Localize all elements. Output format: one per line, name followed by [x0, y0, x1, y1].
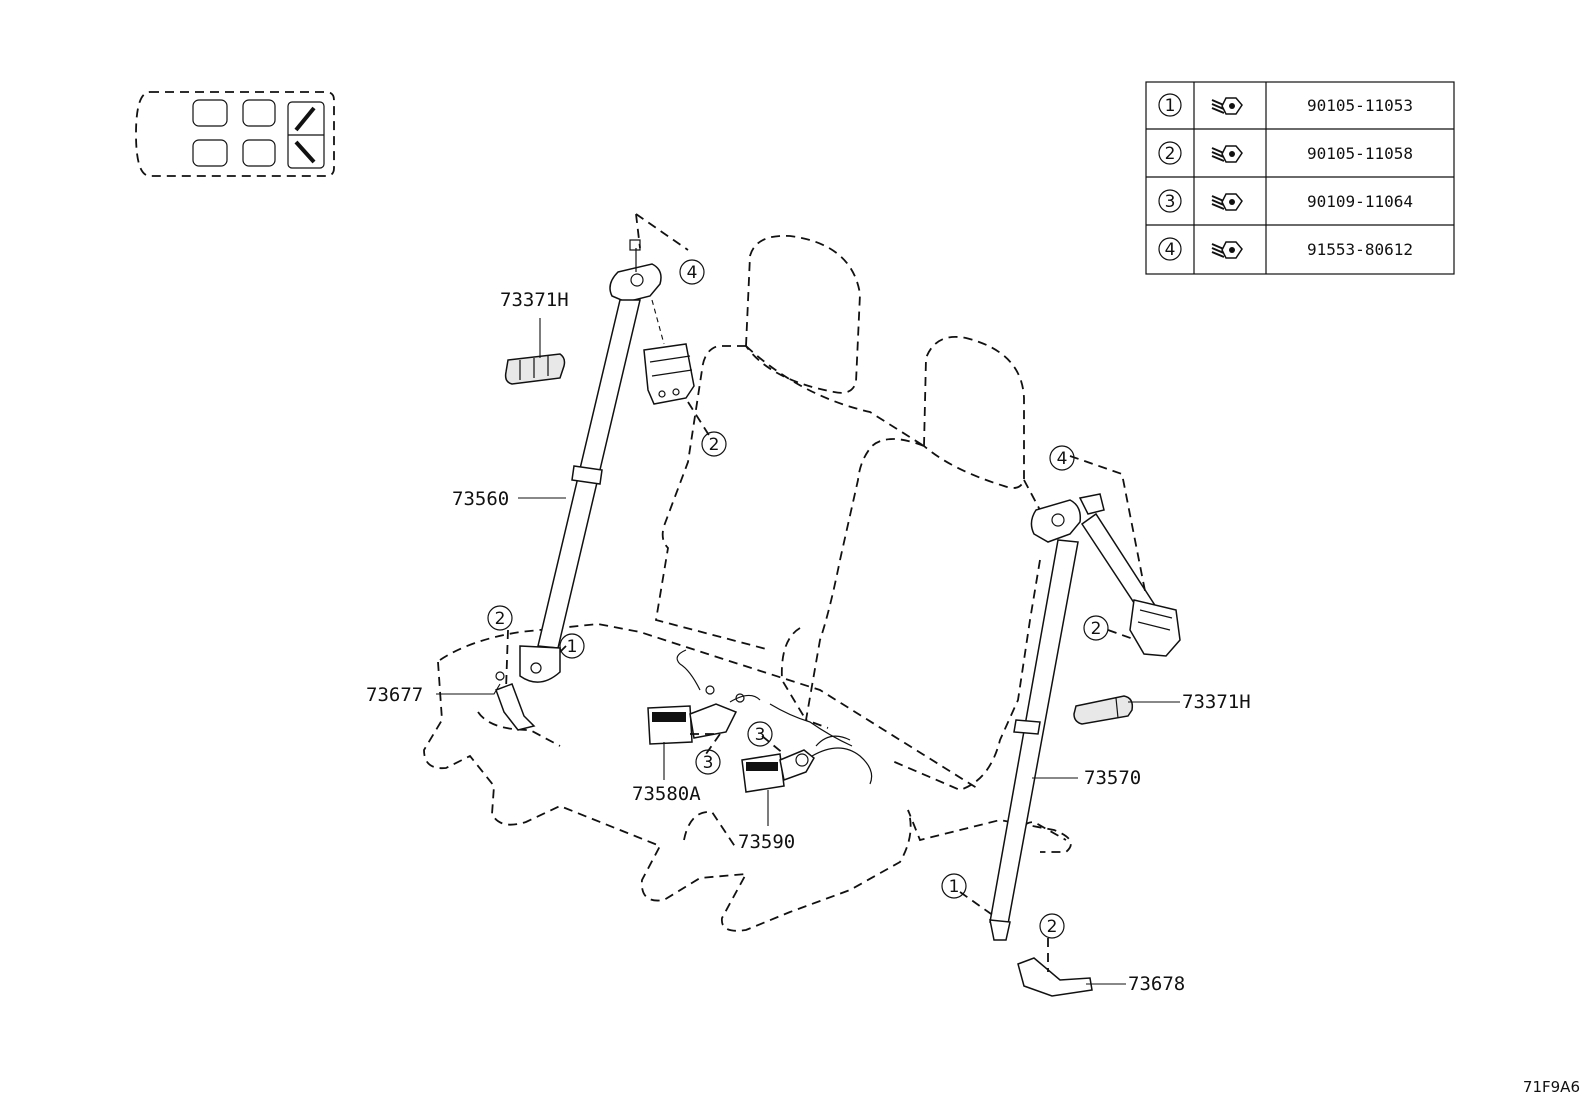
- belt-guide: [1013, 719, 1041, 735]
- svg-text:1: 1: [949, 877, 960, 897]
- callout-3-buckle-lower: 3: [695, 749, 721, 775]
- bolt-icon: [1211, 145, 1243, 163]
- right-seat-belt-assembly: [989, 493, 1181, 997]
- svg-text:2: 2: [1091, 619, 1102, 639]
- seat-outline: [423, 234, 1072, 932]
- belt-cover-left: [504, 353, 566, 385]
- part-label-73590: 73590: [738, 831, 795, 853]
- fastener-row-number: 2: [1165, 144, 1176, 164]
- buckle-73580a: [647, 649, 761, 745]
- part-label-73570: 73570: [1084, 767, 1141, 789]
- seat-locator-inset: [135, 91, 335, 177]
- svg-text:4: 4: [1057, 449, 1068, 469]
- diagram-code: 71F9A6: [1523, 1078, 1580, 1096]
- svg-text:2: 2: [709, 435, 720, 455]
- locator-seat-icon: [192, 139, 228, 167]
- part-label-73371h-left: 73371H: [500, 289, 569, 311]
- part-label-73560: 73560: [452, 488, 509, 510]
- part-label-73677: 73677: [366, 684, 423, 706]
- locator-seat-icon: [242, 99, 276, 127]
- part-label-73678: 73678: [1128, 973, 1185, 995]
- belt-retractor: [1129, 599, 1181, 657]
- fastener-row-3: 3 90109-11064: [1158, 189, 1413, 213]
- belt-shoulder-anchor: [609, 263, 662, 303]
- label-leaders: [436, 318, 1180, 985]
- left-seat-belt-assembly: [495, 239, 695, 731]
- svg-text:3: 3: [755, 725, 766, 745]
- svg-text:1: 1: [567, 637, 578, 657]
- fastener-row-number: 3: [1165, 192, 1176, 212]
- fastener-part-number: 90109-11064: [1307, 192, 1413, 211]
- locator-seat-icon: [192, 99, 228, 127]
- belt-lower-end: [519, 645, 561, 683]
- callout-2-retractor-left: 2: [701, 431, 727, 457]
- svg-text:2: 2: [495, 609, 506, 629]
- buckle-body: [741, 753, 785, 793]
- callout-4-top-left: 4: [679, 259, 705, 285]
- buckle-body: [647, 705, 693, 745]
- bolt-icon: [1211, 193, 1243, 211]
- fastener-row-number: 1: [1165, 96, 1176, 116]
- part-label-73371h-right: 73371H: [1182, 691, 1251, 713]
- svg-text:3: 3: [703, 753, 714, 773]
- belt-anchor-plate: [1017, 957, 1093, 997]
- belt-anchor-plate: [495, 683, 536, 731]
- callout-3-buckle-upper: 3: [747, 721, 773, 747]
- fastener-table: 1 90105-11053 2 90105-11058 3: [1145, 81, 1455, 275]
- belt-guide: [571, 465, 603, 485]
- fastener-part-number: 90105-11058: [1307, 144, 1413, 163]
- callout-1-anchor-right: 1: [941, 873, 967, 899]
- svg-text:4: 4: [687, 263, 698, 283]
- fastener-row-number: 4: [1165, 240, 1176, 260]
- belt-cover-right: [1073, 695, 1134, 725]
- part-label-73580a: 73580A: [632, 783, 701, 805]
- belt-shoulder-anchor: [1030, 499, 1082, 543]
- bolt-icon: [1211, 241, 1243, 259]
- locator-seat-icon: [242, 139, 276, 167]
- callout-4-top-right: 4: [1049, 445, 1075, 471]
- callout-2-anchor-right: 2: [1039, 913, 1065, 939]
- buckle-73590: [741, 703, 873, 793]
- fastener-row-1: 1 90105-11053: [1158, 93, 1413, 117]
- fastener-row-2: 2 90105-11058: [1158, 141, 1413, 165]
- fastener-row-4: 4 91553-80612: [1158, 237, 1413, 261]
- callout-2-anchor-left: 2: [487, 605, 513, 631]
- bolt-icon: [1211, 97, 1243, 115]
- fastener-part-number: 91553-80612: [1307, 240, 1413, 259]
- callout-leaders: [505, 213, 1147, 972]
- callout-1-anchor-left: 1: [559, 633, 585, 659]
- callout-2-retractor-right: 2: [1083, 615, 1109, 641]
- fastener-part-number: 90105-11053: [1307, 96, 1413, 115]
- svg-text:2: 2: [1047, 917, 1058, 937]
